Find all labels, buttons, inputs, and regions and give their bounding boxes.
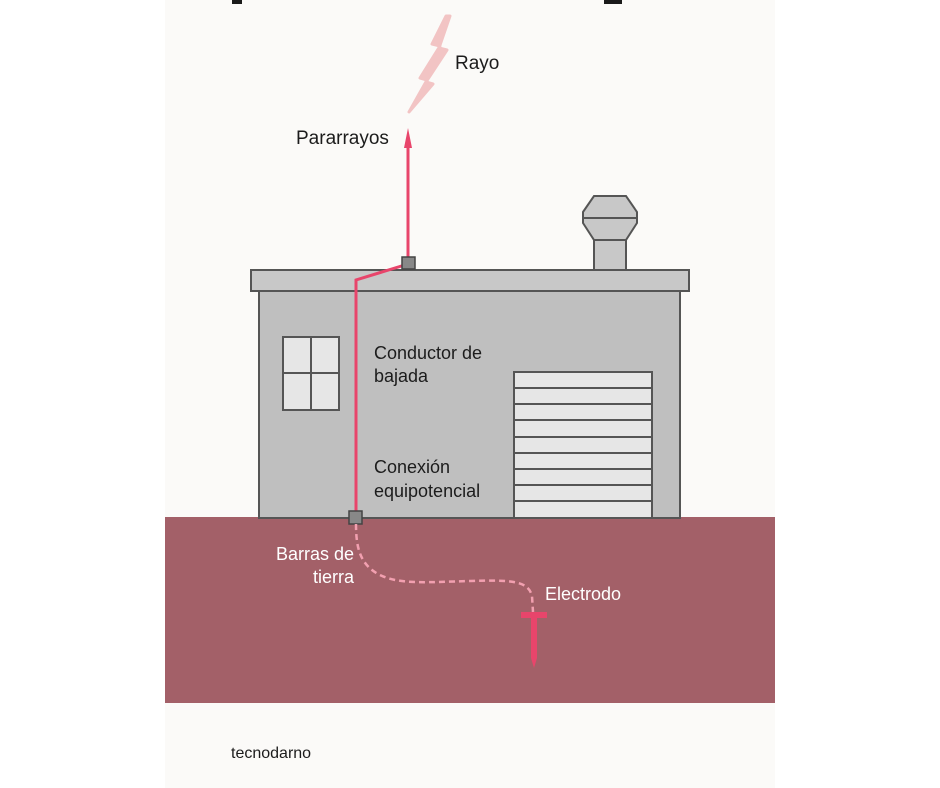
brand-watermark: tecnodarno: [231, 745, 312, 762]
air-terminal-tip: [404, 128, 412, 148]
label-conductor-line2: bajada: [374, 366, 429, 386]
down-conductor: [354, 262, 409, 517]
label-rayo: Rayo: [455, 53, 500, 74]
ground-electrode: [521, 612, 547, 668]
roof-vent: [582, 195, 638, 271]
label-conductor-line1: Conductor de: [374, 343, 483, 363]
label-conexion-line2: equipotencial: [374, 481, 481, 501]
roof-connector: [401, 256, 416, 270]
garage-door: [513, 371, 653, 519]
ground-conductor: [354, 523, 535, 613]
label-barras-line1: Barras de: [275, 544, 354, 564]
label-pararrayos: Pararrayos: [296, 128, 389, 149]
building-window: [282, 336, 340, 411]
ground-soil: [165, 517, 775, 703]
building-roof: [250, 269, 690, 292]
label-conexion-line1: Conexión: [374, 457, 451, 477]
equipotential-connector: [348, 510, 363, 525]
label-barras-line2: tierra: [312, 567, 354, 587]
label-electrodo: Electrodo: [545, 584, 622, 604]
cropped-title-fragment: [232, 0, 622, 4]
lightning-bolt-icon: [407, 14, 452, 114]
